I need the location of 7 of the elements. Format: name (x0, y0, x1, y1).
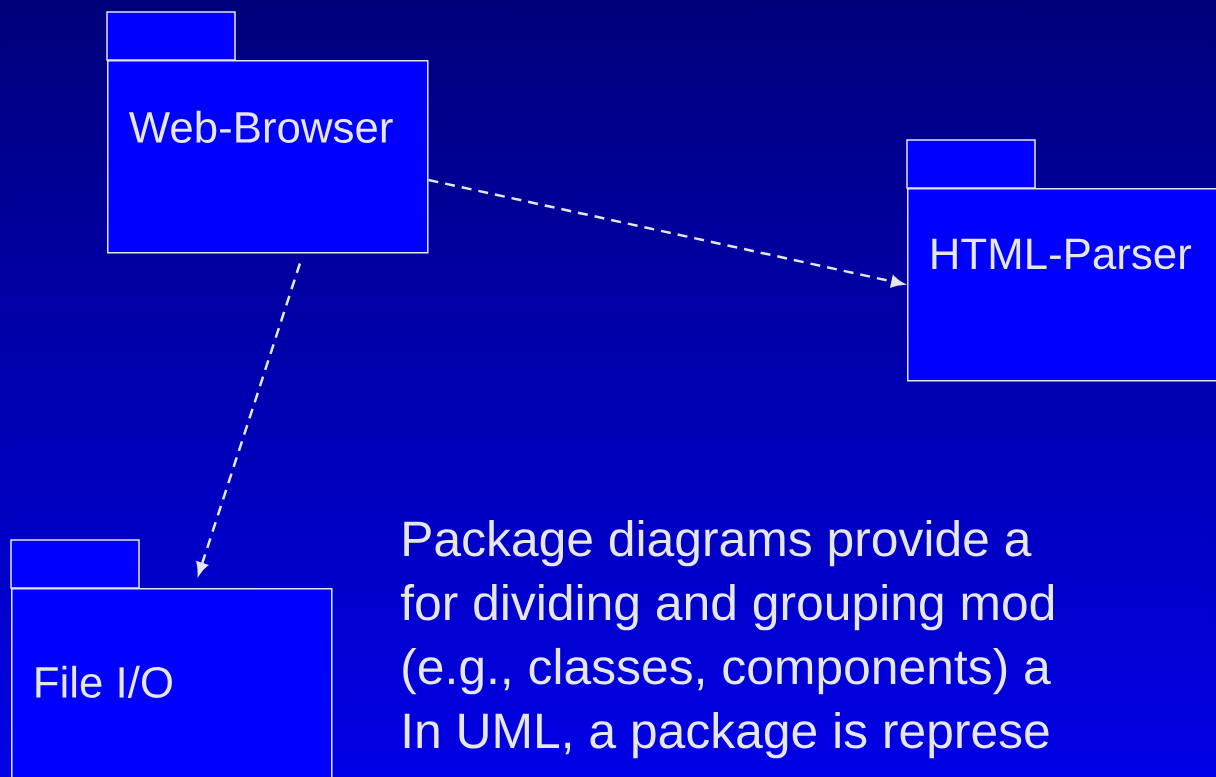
package-box: Web-Browser (106, 11, 429, 254)
body-text: (e.g., classes, components) a (403, 647, 1051, 695)
body-text: for dividing and grouping mod (400, 583, 1054, 631)
body-text: Package diagrams provide a (404, 519, 1032, 567)
package-box: File I/O (10, 539, 333, 777)
body-text: In UML, a package is represe (404, 711, 1049, 759)
package-box: HTML-Parser (906, 139, 1216, 382)
